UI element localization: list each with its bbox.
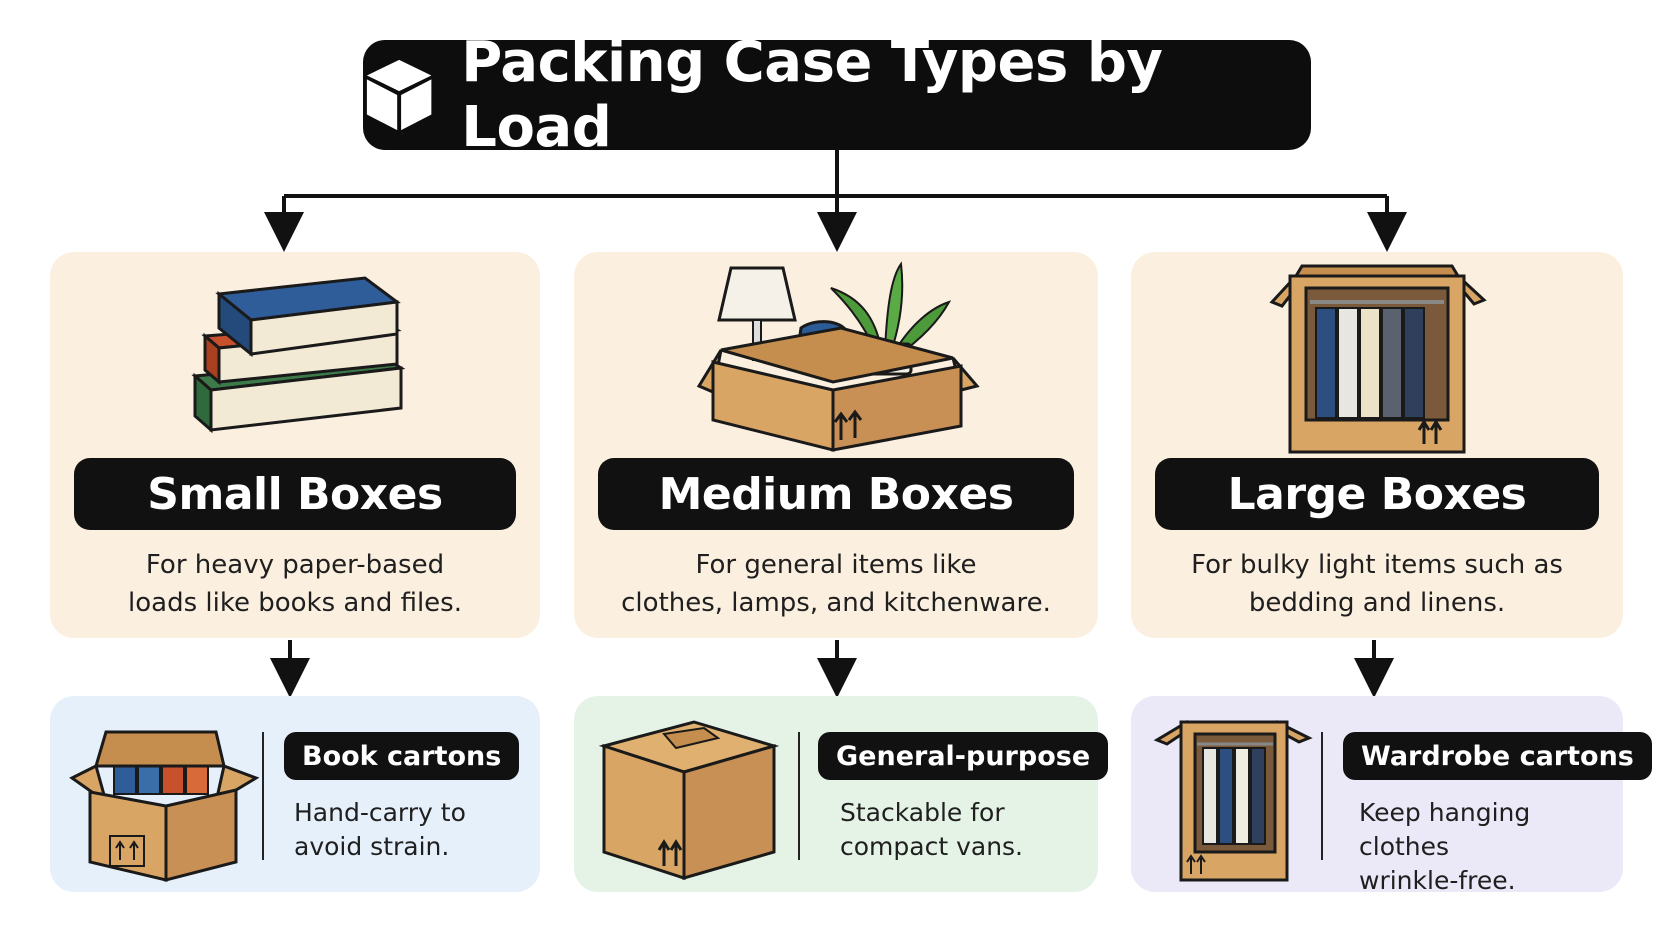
wardrobe-box-icon xyxy=(1269,264,1487,454)
book-carton-icon xyxy=(69,730,260,882)
category-description: For bulky light items such as bedding an… xyxy=(1191,550,1563,618)
sub-book-cartons: Book cartons Hand-carry to avoid strain. xyxy=(50,696,540,892)
sub-tag: Wardrobe cartons xyxy=(1343,732,1652,780)
sub-general-purpose: General-purpose Stackable for compact va… xyxy=(574,696,1109,892)
card-medium-boxes: Medium Boxes For general items like clot… xyxy=(574,252,1098,638)
category-description: For heavy paper-based loads like books a… xyxy=(128,550,462,618)
category-description: For general items like clothes, lamps, a… xyxy=(621,550,1051,618)
sub-description: Keep hanging clothes wrinkle-free. xyxy=(1359,798,1531,895)
wardrobe-carton-icon xyxy=(1153,719,1313,882)
category-label: Medium Boxes xyxy=(598,458,1074,530)
sub-tag: Book cartons xyxy=(284,732,520,780)
title-bar: Packing Case Types by Load xyxy=(363,30,1311,160)
card-large-boxes: Large Boxes For bulky light items such a… xyxy=(1131,252,1623,638)
open-box-items-icon xyxy=(696,261,980,452)
page-title: Packing Case Types by Load xyxy=(461,30,1163,160)
sub-tag: General-purpose xyxy=(818,732,1109,780)
closed-box-icon xyxy=(598,720,780,881)
card-small-boxes: Small Boxes For heavy paper-based loads … xyxy=(50,252,540,638)
cube-icon xyxy=(366,59,432,131)
category-label: Large Boxes xyxy=(1155,458,1599,530)
sub-wardrobe-cartons: Wardrobe cartons Keep hanging clothes wr… xyxy=(1131,696,1652,895)
sub-description: Stackable for compact vans. xyxy=(840,798,1024,861)
category-label: Small Boxes xyxy=(74,458,516,530)
sub-description: Hand-carry to avoid strain. xyxy=(294,798,466,861)
stacked-books-icon xyxy=(191,276,406,434)
